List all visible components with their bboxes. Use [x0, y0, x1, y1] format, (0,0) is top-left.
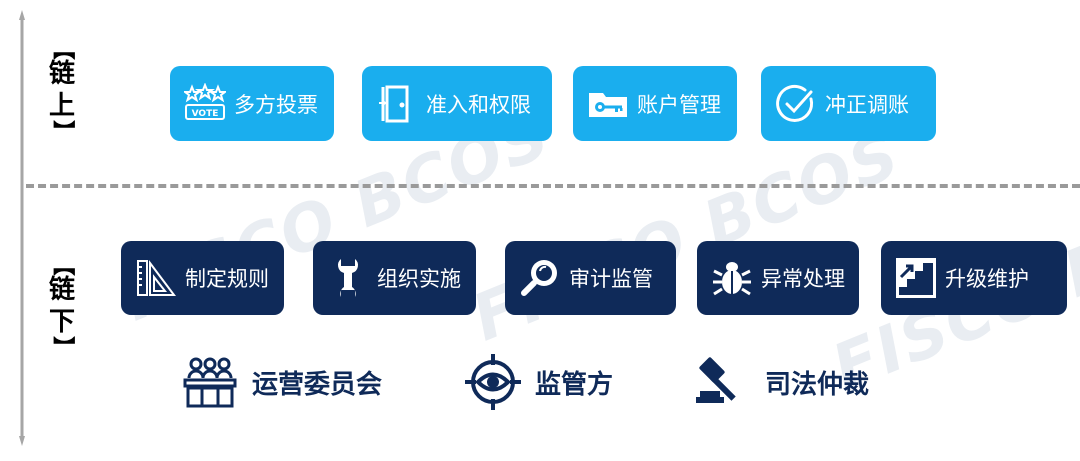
off-chain-item-label: 制定规则: [185, 267, 269, 291]
check-circle-icon: [773, 81, 819, 127]
bug-icon: [709, 255, 755, 301]
door-icon: [374, 81, 420, 127]
on-chain-item-access[interactable]: 准入和权限: [362, 66, 552, 141]
party-committee: 运营委员会: [180, 352, 382, 412]
on-chain-item-correction[interactable]: 冲正调账: [761, 66, 936, 141]
off-chain-item-label: 组织实施: [377, 267, 461, 291]
bracket-close: 】: [49, 335, 75, 359]
bracket-close: 】: [49, 119, 75, 143]
off-chain-item-exception[interactable]: 异常处理: [697, 241, 859, 315]
off-chain-item-label: 升级维护: [945, 267, 1029, 291]
off-chain-item-implement[interactable]: 组织实施: [313, 241, 476, 315]
vertical-axis-arrow: [19, 10, 25, 446]
vote-icon: VOTE: [182, 81, 228, 127]
off-chain-item-upgrade[interactable]: 升级维护: [881, 241, 1067, 315]
svg-text:VOTE: VOTE: [192, 109, 219, 119]
on-chain-item-account[interactable]: 账户管理: [573, 66, 737, 141]
key-folder-icon: [585, 81, 631, 127]
on-chain-item-label: 准入和权限: [426, 92, 531, 117]
ruler-icon: [133, 255, 179, 301]
on-chain-label: 【 链 上 】: [44, 37, 80, 143]
party-label: 司法仲裁: [765, 369, 870, 400]
bracket-open: 【: [49, 253, 75, 277]
stairs-icon: [893, 255, 939, 301]
target-eye-icon: [463, 352, 523, 412]
party-label: 监管方: [535, 369, 614, 400]
off-chain-item-label: 异常处理: [761, 267, 845, 291]
on-chain-item-label: 账户管理: [637, 92, 721, 117]
off-chain-item-label: 审计监管: [569, 267, 653, 291]
bracket-open: 【: [49, 37, 75, 61]
party-label: 运营委员会: [252, 369, 383, 400]
on-chain-char-2: 上: [48, 91, 75, 121]
on-chain-char-1: 链: [48, 59, 75, 89]
on-chain-item-vote[interactable]: VOTE 多方投票: [170, 66, 334, 141]
party-regulator: 监管方: [463, 352, 613, 412]
off-chain-item-rules[interactable]: 制定规则: [121, 241, 284, 315]
off-chain-char-1: 链: [48, 275, 75, 305]
party-judicial: 司法仲裁: [693, 352, 869, 412]
off-chain-char-2: 下: [48, 307, 75, 337]
magnifier-icon: [517, 255, 563, 301]
on-chain-item-label: 冲正调账: [825, 92, 909, 117]
gavel-icon: [693, 352, 753, 412]
chain-divider: [26, 184, 1080, 188]
off-chain-label: 【 链 下 】: [44, 253, 80, 359]
on-chain-item-label: 多方投票: [234, 92, 318, 117]
committee-icon: [180, 352, 240, 412]
off-chain-item-audit[interactable]: 审计监管: [505, 241, 676, 315]
wrench-icon: [325, 255, 371, 301]
